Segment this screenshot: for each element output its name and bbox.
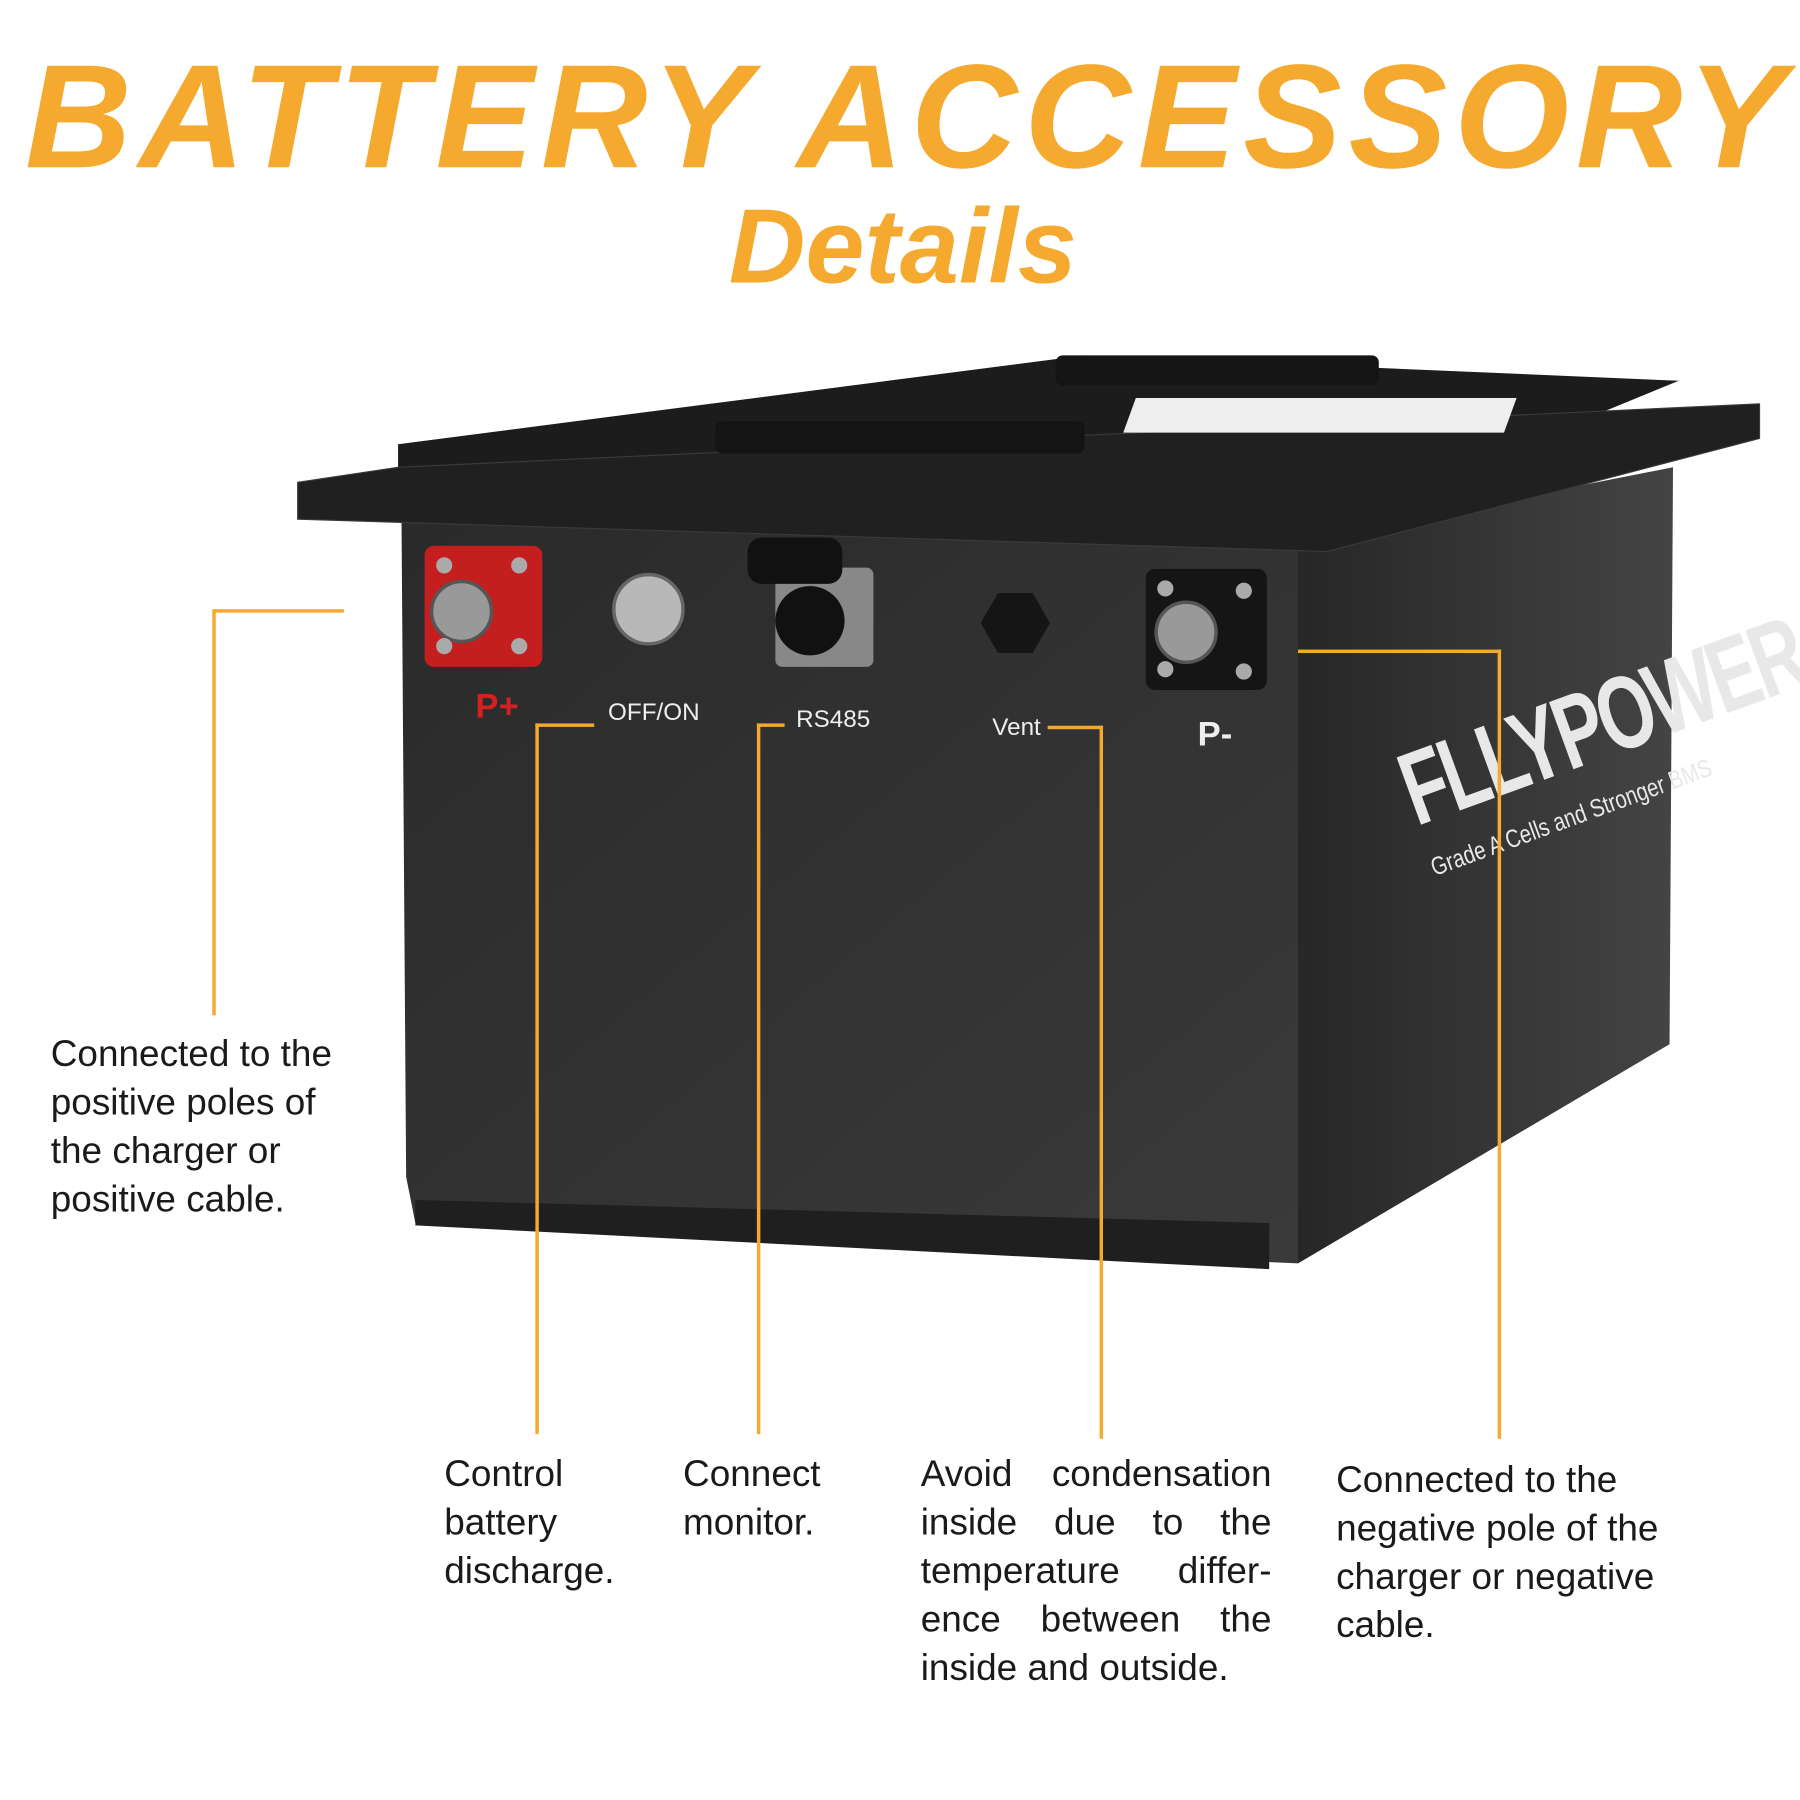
- battery-foot: [415, 1199, 1270, 1270]
- p-plus-label: P+: [475, 687, 519, 726]
- rs485-label: RS485: [796, 706, 871, 733]
- rs485-description: Connect monitor.: [683, 1452, 821, 1543]
- page-subtitle: Details: [728, 188, 1077, 306]
- callout-line: [1099, 725, 1104, 1439]
- callout-line: [1497, 649, 1502, 1439]
- callout-line: [756, 723, 761, 1435]
- negative-description: Connected to the negative pole of the ch…: [1336, 1458, 1659, 1646]
- battery-side-face: [1292, 467, 1674, 1264]
- callout-line: [756, 723, 785, 727]
- power-button: [612, 572, 685, 646]
- vent-plug: [980, 593, 1050, 654]
- callout-line: [213, 609, 344, 613]
- top-label: [1123, 398, 1517, 433]
- p-minus-terminal: [1145, 568, 1267, 690]
- vent-description: Avoid condensation inside due to the tem…: [920, 1452, 1272, 1689]
- switch-description: Control battery discharge.: [444, 1452, 615, 1592]
- page-title: BATTERY ACCESSORY: [25, 34, 1793, 200]
- vent-label: Vent: [992, 714, 1041, 741]
- off-on-label: OFF/ON: [608, 699, 700, 726]
- rs485-connector: [747, 537, 874, 667]
- callout-line: [535, 723, 595, 727]
- handle: [1055, 355, 1379, 386]
- battery-lid-rim: [297, 403, 1761, 553]
- callout-line: [212, 609, 216, 1016]
- callout-line: [535, 723, 539, 1435]
- callout-line: [1298, 649, 1502, 654]
- p-plus-terminal: [424, 545, 543, 667]
- positive-description: Connected to the positive poles of the c…: [50, 1032, 332, 1220]
- handle: [715, 421, 1085, 454]
- callout-line: [1047, 725, 1104, 730]
- p-minus-label: P-: [1197, 715, 1233, 754]
- battery-front-face: [401, 519, 1299, 1264]
